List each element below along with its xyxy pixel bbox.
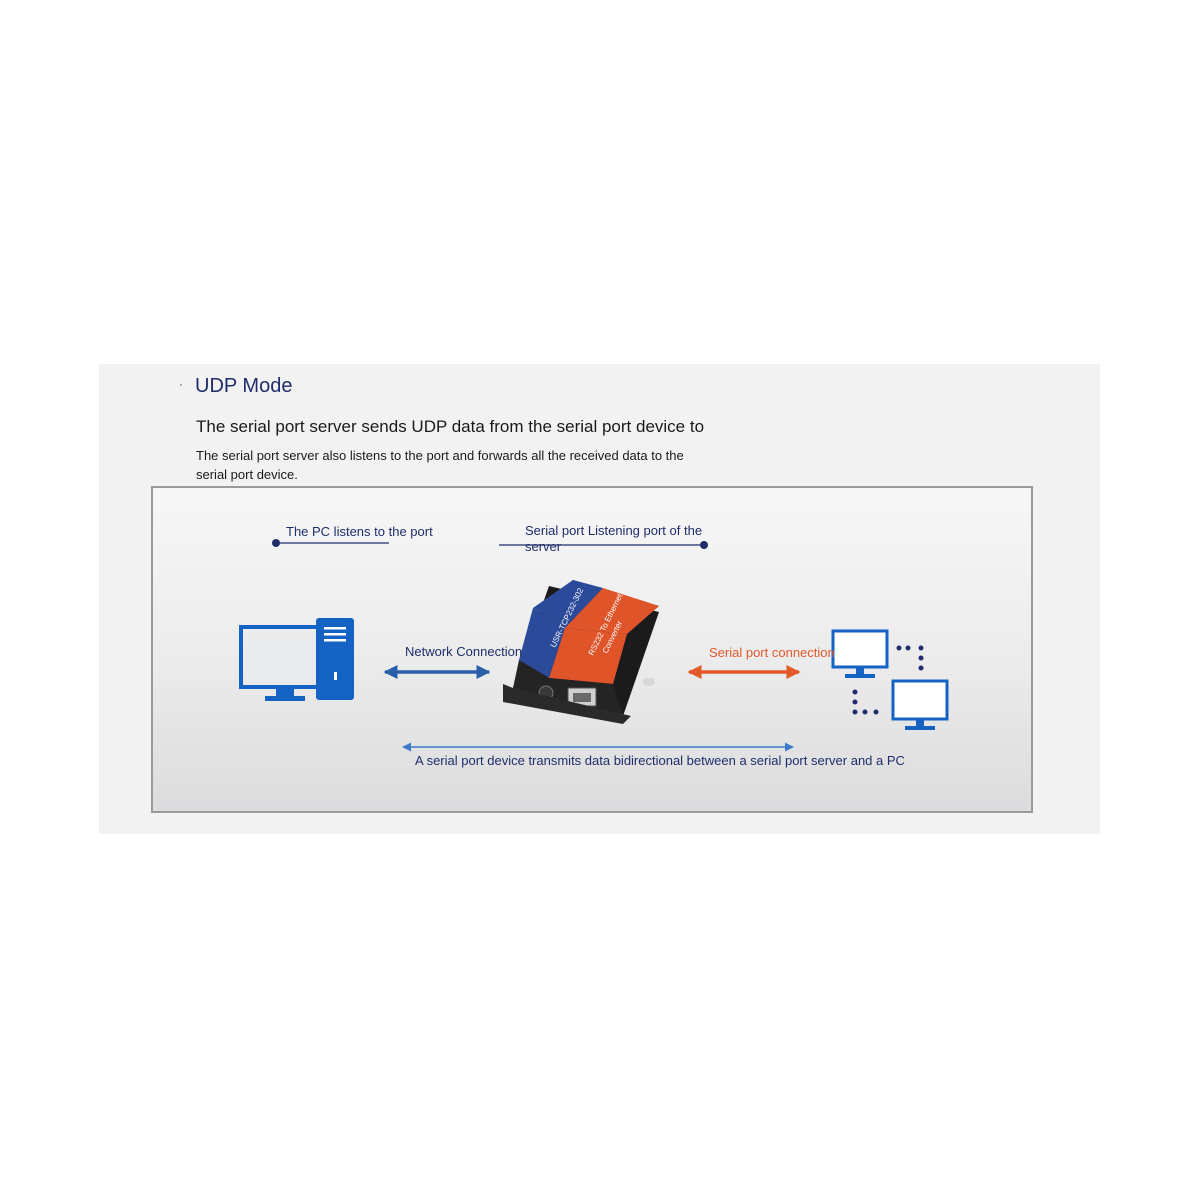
- bullet-dot: [180, 384, 182, 386]
- server-listen-leader: [499, 541, 708, 549]
- server-listen-label: Serial port Listening port of the server: [525, 523, 703, 554]
- serial-server-device-icon: USR-TCP232-302 RS232 To Ethernet Convert…: [503, 580, 659, 724]
- udp-mode-panel: UDP Mode The serial port server sends UD…: [99, 364, 1100, 834]
- headline: The serial port server sends UDP data fr…: [196, 417, 705, 436]
- bottom-description-label: A serial port device transmits data bidi…: [415, 753, 905, 768]
- pc-listen-label: The PC listens to the port: [286, 524, 433, 539]
- pc-listen-leader: [272, 539, 389, 547]
- desktop-pc-icon: [239, 618, 354, 701]
- serial-connection-label: Serial port connection: [709, 645, 835, 660]
- udp-diagram: USR-TCP232-302 RS232 To Ethernet Convert…: [151, 486, 1033, 813]
- mode-title: UDP Mode: [195, 375, 293, 397]
- networked-monitors-icon: [831, 629, 949, 730]
- diagram-graphics: USR-TCP232-302 RS232 To Ethernet Convert…: [239, 539, 949, 752]
- network-connection-label: Network Connection: [405, 644, 523, 659]
- description: The serial port server also listens to t…: [196, 448, 684, 482]
